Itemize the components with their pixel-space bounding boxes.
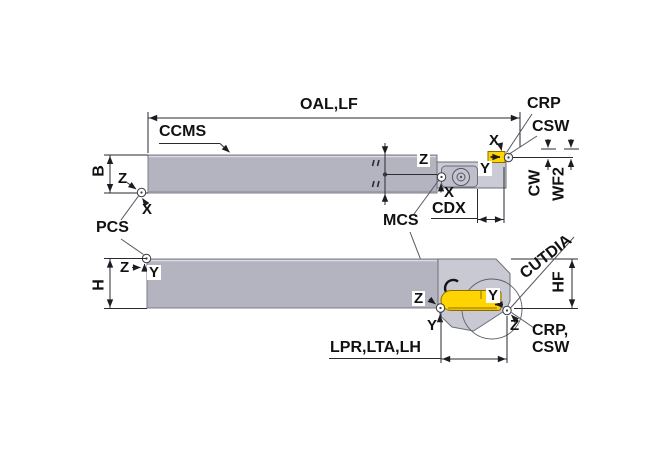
b-label: B (90, 165, 108, 177)
pcs-point-upper (126, 181, 150, 207)
z-axis-label-tip-lower: Z (510, 317, 520, 334)
x-axis-label-pcs-upper: X (142, 201, 153, 218)
z-axis-label-pcs-lower: Z (120, 259, 130, 276)
h-dimension (104, 258, 147, 309)
crp-label-upper: CRP (527, 95, 561, 112)
x-axis-label-tip-upper: X (489, 132, 500, 149)
hf-dimension (511, 258, 578, 309)
crp-csw-leader-lower (511, 312, 535, 329)
x-arrow-upper-left (142, 198, 150, 207)
oal-lf-label: OAL,LF (300, 96, 358, 113)
cutdia-leader (509, 236, 575, 309)
z-axis-label-mcs-lower: Z (412, 290, 426, 307)
z-axis-label-shank-upper: Z (417, 151, 431, 168)
wf2-label: WF2 (550, 167, 568, 201)
cdx-dimension (431, 167, 505, 223)
crp-point-lower (502, 305, 512, 316)
lower-view-shank (146, 258, 439, 309)
x-arrow-tip-upper (496, 142, 504, 151)
y-axis-label-pcs-lower: Y (147, 264, 162, 281)
crp-csw-leaders-upper (506, 113, 538, 155)
z-axis-label-pcs-upper: Z (118, 170, 128, 187)
lpr-dimension (329, 312, 508, 363)
pcs-label: PCS (96, 219, 129, 236)
ccms-leader (159, 143, 230, 153)
hf-label: HF (550, 271, 568, 293)
z-arrow-upper-left (126, 181, 137, 190)
y-axis-label-tip-lower: Y (486, 287, 501, 304)
mcs-point-upper (436, 172, 447, 193)
z-arrow-mcs-lower (427, 296, 436, 305)
x-axis-label-mcs-upper: X (444, 184, 455, 201)
mcs-label: MCS (383, 212, 419, 229)
pcs-leaders (120, 195, 144, 255)
y-axis-label-mcs-lower: Y (427, 317, 438, 334)
ccms-label: CCMS (159, 123, 207, 140)
cw-label: CW (526, 169, 544, 197)
oal-dimension (147, 112, 521, 153)
y-axis-label-head-upper: Y (478, 160, 493, 177)
mcs-point-lower (427, 296, 446, 323)
cdx-label: CDX (432, 200, 466, 217)
h-label: H (90, 279, 108, 291)
z-arrow-tip-lower (511, 314, 519, 323)
center-mark (371, 143, 438, 205)
csw-label-lower: CSW (532, 339, 570, 356)
crp-label-lower: CRP, (532, 322, 569, 339)
cw-wf2-dimensions (512, 139, 579, 170)
lpr-lta-lh-label: LPR,LTA,LH (330, 339, 421, 356)
csw-label-upper: CSW (532, 118, 570, 135)
